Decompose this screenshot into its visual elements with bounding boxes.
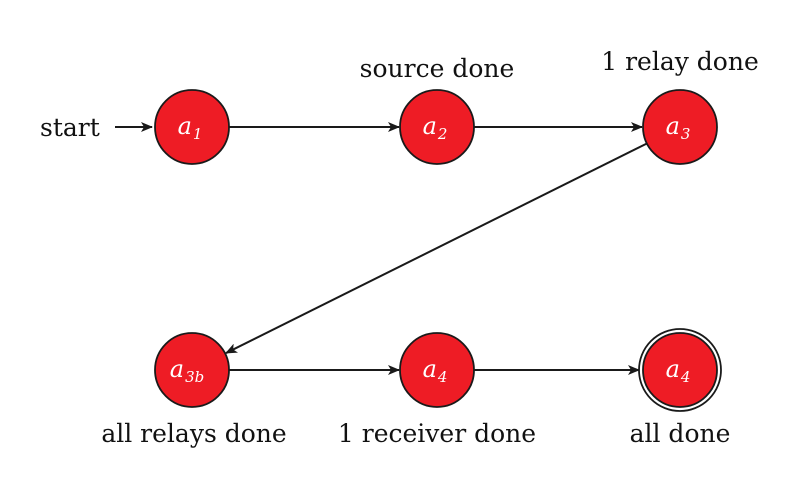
state-node-a3b: a3b <box>154 332 230 408</box>
state-node-a4f: a4 <box>638 328 722 412</box>
state-caption-a4f: all done <box>630 419 731 448</box>
state-label: a2 <box>423 112 448 143</box>
state-caption-a2: source done <box>360 54 515 83</box>
state-circle <box>642 89 718 165</box>
state-circle <box>154 89 230 165</box>
state-label: a4 <box>666 355 691 386</box>
state-caption-a3b: all relays done <box>101 419 286 448</box>
accepting-ring <box>638 328 722 412</box>
state-label: a3b <box>170 355 204 386</box>
state-caption-a3: 1 relay done <box>601 47 759 76</box>
state-label: a3 <box>666 112 691 143</box>
state-node-a1: a1 <box>154 89 230 165</box>
state-caption-a4: 1 receiver done <box>338 419 536 448</box>
state-circle <box>642 332 718 408</box>
state-node-a3: a3 <box>642 89 718 165</box>
state-label: a4 <box>423 355 448 386</box>
state-circle <box>399 332 475 408</box>
start-label: start <box>40 113 100 142</box>
state-circle <box>399 89 475 165</box>
state-node-a2: a2 <box>399 89 475 165</box>
edge-a3-to-a3b <box>225 142 648 354</box>
state-node-a4: a4 <box>399 332 475 408</box>
state-label: a1 <box>178 112 203 143</box>
state-circle <box>154 332 230 408</box>
